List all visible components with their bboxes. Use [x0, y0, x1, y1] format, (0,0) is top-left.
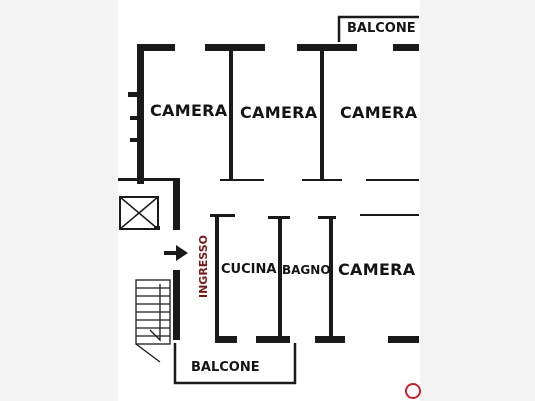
bottom-wall-2	[256, 336, 290, 343]
left-margin	[0, 0, 118, 401]
entrance-arrow-icon	[164, 245, 188, 261]
label-camera-bottom-right: CAMERA	[338, 260, 416, 279]
partition-camera-1	[229, 50, 233, 180]
drawing-area	[118, 0, 420, 401]
balcone-top-rail	[337, 15, 419, 42]
bottom-wall-3	[315, 336, 345, 343]
label-bagno: BAGNO	[282, 263, 331, 277]
elevator-shaft-icon	[119, 196, 159, 230]
balcone-bottom-rail	[173, 343, 297, 385]
top-wall-right	[297, 44, 357, 51]
left-wall-lower-1	[173, 180, 180, 230]
corridor-wall-left	[118, 178, 180, 181]
partition-cap-3	[318, 216, 336, 219]
top-wall-mid	[205, 44, 265, 51]
bottom-wall-1	[215, 336, 237, 343]
corridor-line-2	[302, 179, 342, 181]
top-wall-left	[137, 44, 175, 51]
tick-1	[130, 116, 138, 120]
partition-ingresso-cucina	[215, 214, 219, 342]
bottom-wall-4	[388, 336, 419, 343]
label-camera-top-left: CAMERA	[150, 101, 228, 120]
balcone-bottom-outline	[173, 343, 297, 385]
label-cucina: CUCINA	[221, 262, 277, 277]
tick-2	[130, 138, 138, 142]
label-ingresso: INGRESSO	[197, 234, 211, 299]
right-margin	[420, 0, 535, 401]
corridor-line-4	[360, 214, 419, 216]
corridor-line-1	[220, 179, 264, 181]
walls	[118, 44, 419, 343]
logo-icon	[405, 383, 421, 399]
left-wall-top	[137, 44, 144, 184]
corridor-line-3	[366, 179, 419, 181]
stairs-icon	[135, 279, 171, 363]
partition-bagno-camera	[329, 217, 333, 342]
left-wall-lower-2	[173, 270, 180, 340]
label-balcone-top: BALCONE	[347, 21, 416, 36]
partition-camera-2	[320, 50, 324, 180]
left-wall-notch	[128, 92, 138, 97]
partition-cap-1	[210, 214, 235, 217]
partition-cucina-bagno	[278, 217, 282, 342]
label-camera-top-right: CAMERA	[340, 103, 418, 122]
label-balcone-bottom: BALCONE	[191, 360, 260, 375]
label-camera-top-mid: CAMERA	[240, 103, 318, 122]
top-wall-end	[393, 44, 419, 51]
partition-cap-2	[268, 216, 290, 219]
balcone-top-outline	[337, 15, 419, 42]
